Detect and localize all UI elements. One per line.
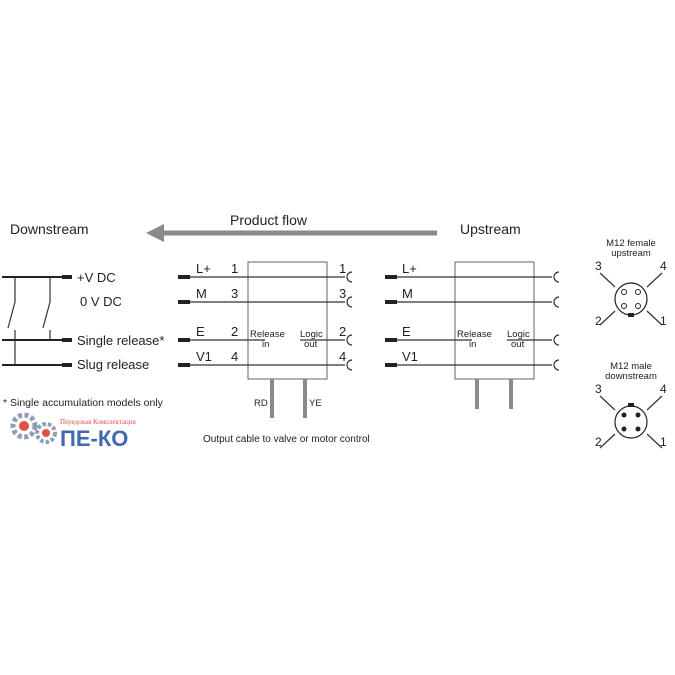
module-a-release-in-2: in	[262, 339, 269, 350]
gear-icon	[10, 412, 38, 440]
m12-female-pin-3: 3	[595, 259, 602, 273]
module-a-label-lplus: L+	[196, 261, 211, 276]
wire-rd-label: RD	[254, 398, 268, 409]
m12-female-connector-icon	[599, 272, 663, 326]
module-a-out-pin-4: 4	[339, 349, 346, 364]
module-a-out-pin-3: 3	[339, 286, 346, 301]
module-b-logic-out-2: out	[511, 339, 525, 350]
logo-text: ПЕ-КО	[60, 426, 128, 451]
m12-male-connector-icon	[599, 395, 663, 449]
product-flow-arrow	[146, 224, 437, 242]
m12-male-pin-4: 4	[660, 382, 667, 396]
module-b-logic-out-1: Logic	[507, 329, 530, 340]
m12-female-title-1: M12 female	[606, 238, 656, 249]
module-b-label-m: M	[402, 286, 413, 301]
peko-logo: Передовая Комплектация ПЕ-КО	[10, 412, 137, 451]
module-a	[178, 261, 353, 418]
module-b-release-in-2: in	[469, 339, 476, 350]
module-a-pin-4: 4	[231, 349, 238, 364]
module-b	[385, 261, 560, 409]
m12-female-pin-1: 1	[660, 314, 667, 328]
signal-slug-release: Slug release	[77, 357, 149, 372]
signal-single-release: Single release*	[77, 333, 164, 348]
m12-male-title-1: M12 male	[610, 361, 652, 372]
downstream-label: Downstream	[10, 221, 89, 237]
product-flow-label: Product flow	[230, 212, 308, 228]
m12-male-pin-3: 3	[595, 382, 602, 396]
module-b-label-v1: V1	[402, 349, 418, 364]
module-b-label-e: E	[402, 324, 411, 339]
m12-male-title-2: downstream	[605, 371, 657, 382]
logo-tagline: Передовая Комплектация	[60, 418, 137, 426]
wire-ye-label: YE	[309, 398, 322, 409]
m12-female-pin-2: 2	[595, 314, 602, 328]
module-a-out-pin-1: 1	[339, 261, 346, 276]
m12-male-pin-1: 1	[660, 435, 667, 449]
switch-schematic	[2, 275, 72, 367]
module-a-pin-3: 3	[231, 286, 238, 301]
signal-0v-dc: 0 V DC	[80, 294, 122, 309]
output-cable-label: Output cable to valve or motor control	[203, 434, 370, 445]
module-a-label-e: E	[196, 324, 205, 339]
m12-female-pin-4: 4	[660, 259, 667, 273]
signal-plus-v-dc: +V DC	[77, 270, 116, 285]
module-b-label-lplus: L+	[402, 261, 417, 276]
upstream-label: Upstream	[460, 221, 521, 237]
gear-icon	[35, 422, 57, 444]
module-a-logic-out-1: Logic	[300, 329, 323, 340]
module-a-logic-out-2: out	[304, 339, 318, 350]
module-a-out-pin-2: 2	[339, 324, 346, 339]
module-b-release-in-1: Release	[457, 329, 492, 340]
module-a-label-v1: V1	[196, 349, 212, 364]
module-a-release-in-1: Release	[250, 329, 285, 340]
footnote: * Single accumulation models only	[3, 397, 164, 409]
module-a-pin-2: 2	[231, 324, 238, 339]
m12-male-pin-2: 2	[595, 435, 602, 449]
m12-female-title-2: upstream	[611, 248, 651, 259]
module-a-label-m: M	[196, 286, 207, 301]
module-a-pin-1: 1	[231, 261, 238, 276]
